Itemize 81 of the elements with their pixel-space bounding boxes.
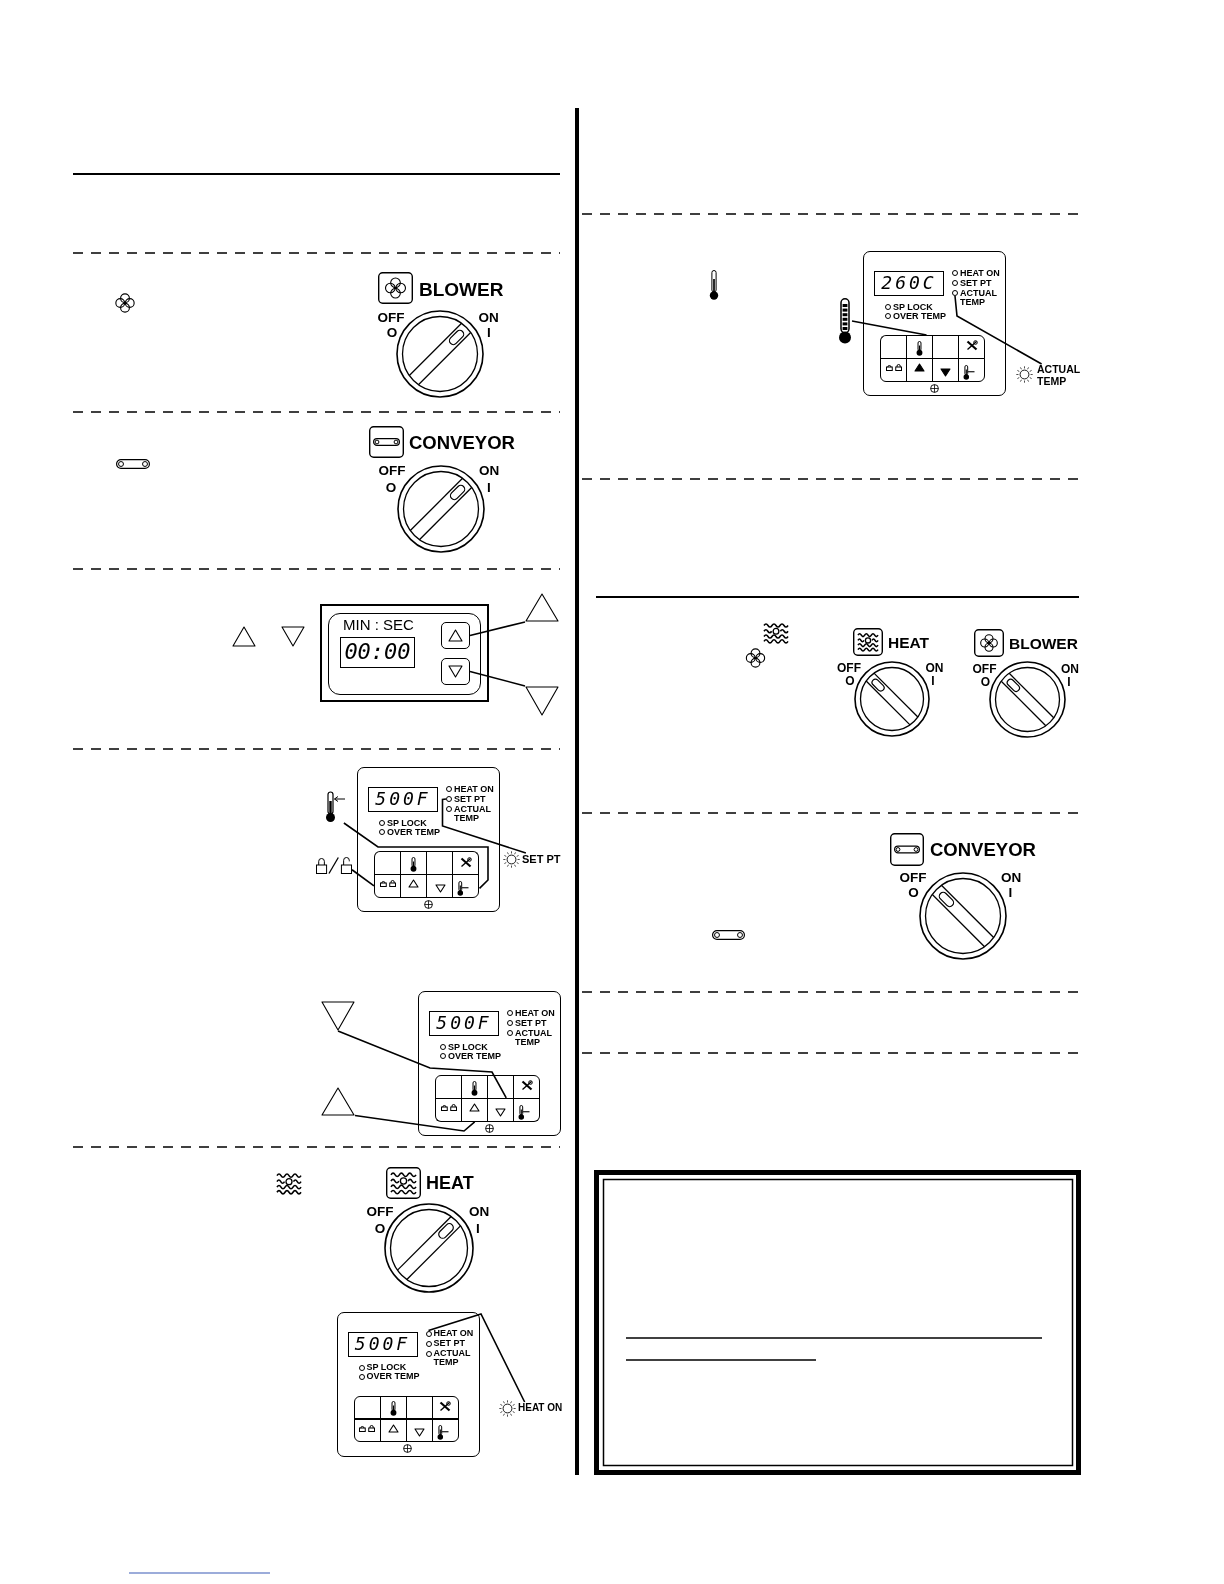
- down-button: [441, 658, 470, 685]
- switch-position-label: OFF: [837, 661, 861, 674]
- switch-position-label: OFF: [972, 662, 997, 675]
- indicator-label: SP LOCK: [893, 302, 933, 312]
- leader-line: [469, 670, 526, 687]
- switch-position-label: ON: [478, 463, 500, 478]
- temperature-display: 500F: [347, 1331, 418, 1357]
- leader-line: [851, 320, 928, 336]
- switch-position-label: ON: [468, 1205, 490, 1219]
- indicator-label: SP LOCK: [448, 1042, 488, 1052]
- indicator-label: ACTUAL TEMP: [515, 1028, 553, 1047]
- lock-key: [374, 873, 402, 898]
- leader-line: [441, 798, 527, 854]
- indicator-label: HEAT ON: [960, 268, 1000, 278]
- indicator-label: SET PT: [960, 278, 992, 288]
- indicator-label: HEAT ON: [518, 1402, 563, 1413]
- switch-label: BLOWER: [1009, 636, 1078, 652]
- time-display: 00:00: [340, 637, 415, 668]
- switch-position-label: OFF: [366, 1205, 394, 1219]
- switch-position-symbol: O: [385, 481, 397, 495]
- indicator-label: ACTUAL TEMP: [433, 1349, 472, 1367]
- switch-position-symbol: I: [476, 1221, 480, 1236]
- switch-position-symbol: I: [931, 675, 935, 687]
- switch-position-label: ON: [478, 311, 499, 325]
- controller-panel: [357, 767, 500, 912]
- leader-line: [427, 1313, 526, 1403]
- indicator-label: SP LOCK: [366, 1363, 407, 1372]
- leader-line: [337, 1030, 508, 1099]
- thermometer-key: [906, 335, 934, 360]
- indicator-label: ACTUAL TEMP: [1037, 364, 1083, 387]
- switch-position-symbol: I: [487, 481, 491, 495]
- switch-label: BLOWER: [419, 279, 504, 299]
- indicator-label: OVER TEMP: [448, 1051, 501, 1061]
- controller-panel: [418, 991, 561, 1136]
- switch-label: CONVEYOR: [409, 433, 515, 453]
- switch-position-label: ON: [1061, 662, 1079, 675]
- switch-position-symbol: O: [845, 675, 855, 687]
- leader-line: [343, 822, 489, 890]
- timer-panel: [320, 604, 489, 702]
- switch-position-label: OFF: [377, 311, 405, 325]
- indicator-label: HEAT ON: [454, 784, 494, 794]
- switch-position-label: ON: [925, 661, 944, 674]
- indicator-label: ACTUAL TEMP: [454, 804, 492, 823]
- controller-panel: [863, 251, 1006, 396]
- switch-position-label: OFF: [378, 463, 406, 478]
- indicator-label: SP LOCK: [387, 818, 427, 828]
- indicator-label: ACTUAL TEMP: [960, 288, 998, 307]
- set-temperature-key: [452, 873, 480, 898]
- indicator-label: HEAT ON: [433, 1329, 474, 1338]
- switch-position-symbol: O: [374, 1221, 386, 1236]
- down-key: [487, 1097, 515, 1122]
- switch-position-label: ON: [1000, 870, 1022, 885]
- switch-position-symbol: O: [386, 326, 398, 340]
- leader-line: [469, 621, 526, 637]
- switch-position-symbol: I: [1008, 886, 1013, 900]
- indicator-label: OVER TEMP: [893, 311, 946, 321]
- temperature-display: 500F: [368, 787, 438, 812]
- switch-label: HEAT: [426, 1174, 474, 1192]
- indicator-label: OVER TEMP: [387, 827, 440, 837]
- indicator-label: HEAT ON: [515, 1008, 555, 1018]
- controller-panel: [336, 1311, 480, 1457]
- leader-line: [954, 295, 1043, 365]
- indicator-label: SET PT: [454, 794, 486, 804]
- switch-position-symbol: I: [1067, 676, 1071, 688]
- switch-position-symbol: O: [908, 886, 919, 900]
- temperature-display: 260C: [874, 271, 944, 296]
- switch-position-label: OFF: [899, 870, 927, 885]
- switch-position-symbol: I: [487, 326, 491, 340]
- indicator-label: SET PT: [433, 1339, 465, 1348]
- temperature-display: 500F: [429, 1011, 499, 1036]
- indicator-label: SET PT: [515, 1018, 547, 1028]
- up-key: [461, 1097, 489, 1122]
- leader-line: [351, 868, 375, 887]
- up-button: [441, 622, 470, 649]
- switch-label: CONVEYOR: [930, 840, 1036, 860]
- indicator-label: OVER TEMP: [366, 1372, 420, 1381]
- switch-label: HEAT: [888, 634, 930, 651]
- switch-position-symbol: O: [980, 676, 991, 688]
- indicator-label: SET PT: [522, 853, 561, 865]
- leader-line: [354, 1114, 476, 1132]
- timer-label: MIN : SEC: [343, 617, 414, 633]
